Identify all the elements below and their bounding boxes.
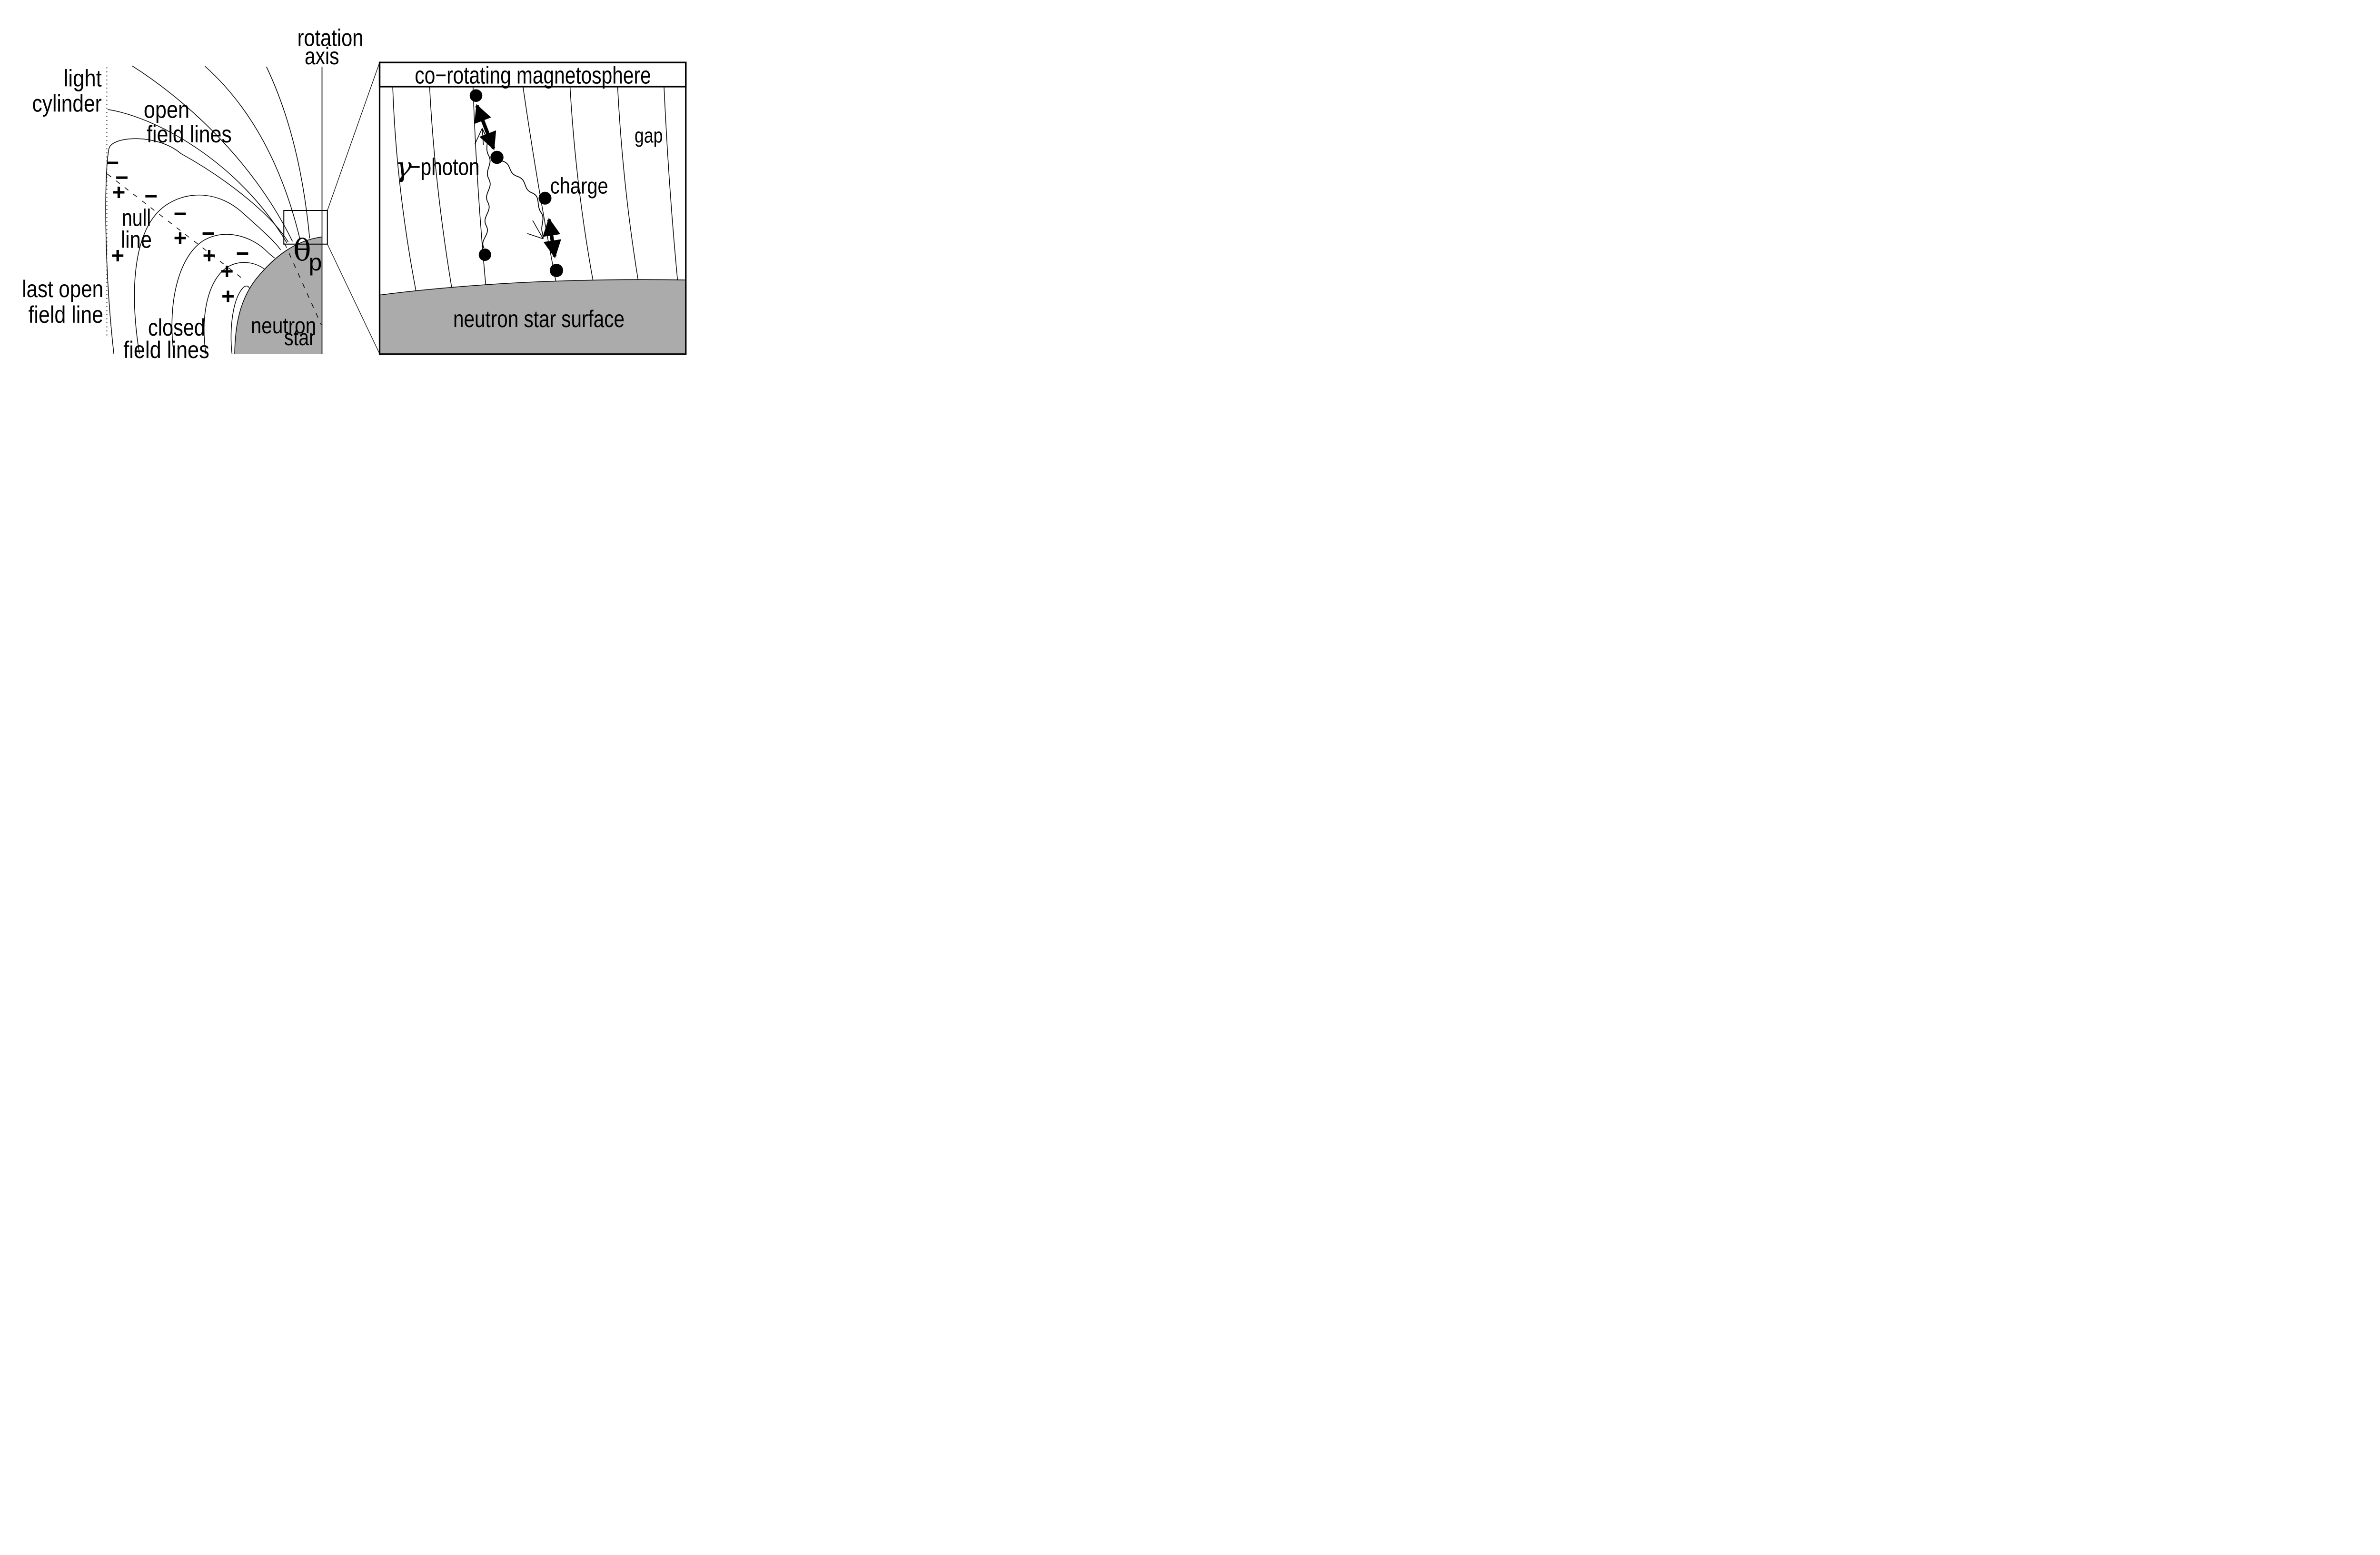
inset-field-line [429, 86, 454, 298]
zoom-source-box [283, 210, 328, 245]
charge-dot [550, 264, 563, 277]
open-field-lines-group [108, 65, 310, 243]
zoom-connector-bottom [327, 244, 380, 354]
plus-charge-marker: + [221, 284, 235, 309]
inset-field-line [392, 86, 418, 300]
gamma-photon-left [474, 128, 491, 249]
plus-charge-marker: + [111, 243, 124, 269]
rotation-axis-label-line2: axis [305, 43, 339, 70]
polar-angle-line [284, 243, 322, 325]
plus-charge-marker: + [112, 179, 126, 205]
charge-dot [490, 150, 504, 164]
neutron-star-surface-body [380, 279, 685, 353]
gamma-photon-wavy-down [502, 160, 544, 239]
gap-label: gap [635, 124, 663, 147]
charge-label: charge [550, 174, 608, 199]
null-line-label-line2: line [121, 227, 152, 253]
rotation-axis-label-line1: rotation [298, 24, 364, 51]
neutron-star-body [235, 237, 322, 354]
minus-charge-marker: − [106, 150, 119, 176]
light-cylinder-label-line2: cylinder [32, 90, 102, 117]
neutron-star-surface-edge [380, 279, 685, 296]
neutron-star-label-line1: neutron [251, 313, 317, 339]
neutron-star-outline [234, 236, 322, 354]
null-line [107, 173, 246, 281]
inset-header-bar [378, 61, 687, 88]
minus-charge-marker: − [115, 165, 129, 190]
closed-field-lines-label-line2: field lines [123, 337, 209, 363]
null-line-label-line1: null [122, 205, 151, 231]
minus-charge-marker: − [202, 221, 215, 247]
closed-field-lines-label-line1: closed [148, 314, 205, 341]
minus-charge-marker: − [144, 184, 158, 209]
charge-markers: ++++++−−−−−− [106, 150, 249, 309]
minus-charge-marker: − [236, 241, 249, 266]
charge-dot [478, 249, 491, 261]
gamma-photon-right [502, 160, 544, 239]
closed-field-line [204, 262, 268, 354]
polar-angle-subscript: p [309, 249, 322, 276]
gamma-photon-label: −photon [409, 154, 480, 180]
charge-dots [469, 89, 563, 277]
charge-dot [538, 191, 552, 205]
inset-field-line [569, 86, 595, 292]
open-field-line [205, 66, 301, 240]
inset-field-lines-group [392, 86, 679, 300]
inset-diagram: co−rotating magnetosphere γ −photon gap … [378, 61, 687, 355]
pulsar-magnetosphere-figure: ++++++−−−−−− rotation axis light cylinde… [0, 0, 704, 389]
plus-charge-marker: + [203, 243, 216, 269]
minus-charge-marker: − [174, 201, 187, 227]
closed-field-line [171, 234, 275, 354]
acceleration-arrow-left [474, 104, 496, 150]
light-cylinder-label-line1: light [64, 65, 102, 91]
plus-charge-marker: + [220, 259, 234, 284]
left-diagram: ++++++−−−−−− rotation axis light cylinde… [22, 24, 380, 363]
inset-field-line [617, 86, 640, 289]
inset-field-line [473, 86, 487, 296]
gamma-photon-arrowhead-down [527, 220, 544, 239]
last-open-field-line-label-line2: field line [29, 301, 104, 328]
gamma-photon-wavy-up [482, 128, 491, 249]
charge-dot [469, 89, 483, 102]
neutron-star-surface-label: neutron star surface [453, 306, 625, 332]
closed-field-line [230, 285, 251, 354]
plus-charge-marker: + [174, 226, 187, 251]
zoom-connector-top [327, 62, 380, 211]
last-open-field-line-label-line1: last open [22, 276, 103, 302]
corotating-magnetosphere-label: co−rotating magnetosphere [415, 62, 651, 89]
open-field-line [132, 65, 293, 242]
open-field-lines-label-line1: open [144, 97, 189, 123]
figure-svg: ++++++−−−−−− rotation axis light cylinde… [22, 24, 687, 363]
open-field-line-last [108, 109, 288, 243]
gamma-symbol: γ [396, 151, 412, 183]
closed-field-line [105, 138, 289, 354]
open-field-lines-label-line2: field lines [147, 121, 232, 148]
polar-angle-symbol: θ [293, 233, 311, 268]
inset-field-line [664, 86, 679, 289]
acceleration-arrow-right [543, 218, 561, 259]
closed-field-lines-group [105, 138, 289, 354]
neutron-star-label-line2: star [284, 325, 315, 350]
open-field-line [266, 66, 310, 239]
gamma-photon-arrowhead-up [474, 128, 484, 146]
closed-field-line [134, 194, 281, 354]
